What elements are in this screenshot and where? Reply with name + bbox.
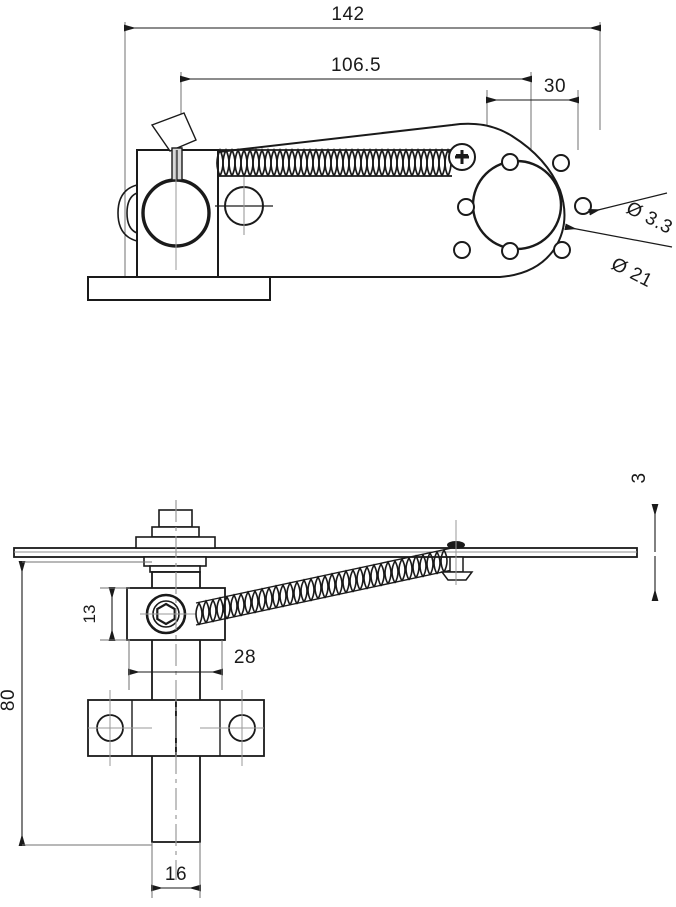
hub-bolt-holes <box>453 153 592 260</box>
bolt-hole <box>553 241 571 259</box>
mounting-block-centerlines <box>88 690 264 766</box>
bracket-left-boss <box>117 184 138 242</box>
dimension-13-label: 13 <box>80 605 99 624</box>
tension-spring-top <box>216 147 452 177</box>
hub-center-bore <box>471 159 563 251</box>
phillips-screw-top <box>448 143 476 171</box>
dimension-106-5: 106.5 <box>180 55 532 83</box>
dimension-106-5-label: 106.5 <box>331 55 381 76</box>
dimension-142-label: 142 <box>331 4 364 25</box>
dimension-3: 3 <box>629 472 659 601</box>
bolt-hole <box>457 198 475 216</box>
dimension-30-label: 30 <box>544 76 566 97</box>
spring-anchor-fastener <box>440 520 474 585</box>
dimension-30: 30 <box>486 76 579 104</box>
bolt-hole <box>453 241 471 259</box>
bracket-top-stud <box>150 112 197 181</box>
bolt-hole <box>501 242 519 260</box>
dimension-28: 28 <box>128 640 256 690</box>
bolt-hole <box>552 154 570 172</box>
dimension-80-label: 80 <box>0 689 19 711</box>
bracket-base-foot <box>87 276 271 301</box>
top-view: 142 106.5 30 <box>87 4 676 301</box>
dimension-16: 16 <box>151 842 201 898</box>
dimension-28-label: 28 <box>234 647 256 668</box>
dimension-80: 80 <box>0 561 152 846</box>
dimension-142: 142 <box>124 4 601 32</box>
dimension-13: 13 <box>80 587 130 641</box>
side-view: 3 <box>0 472 659 898</box>
arm-body-outline <box>217 122 566 278</box>
tension-spring-side <box>195 547 453 626</box>
bolt-hole <box>501 153 519 171</box>
arm-pivot-boss <box>215 177 273 235</box>
bolt-hole <box>574 197 592 215</box>
dimension-16-label: 16 <box>165 864 187 885</box>
dimension-3-label: 3 <box>629 472 650 483</box>
top-plate <box>13 547 638 558</box>
